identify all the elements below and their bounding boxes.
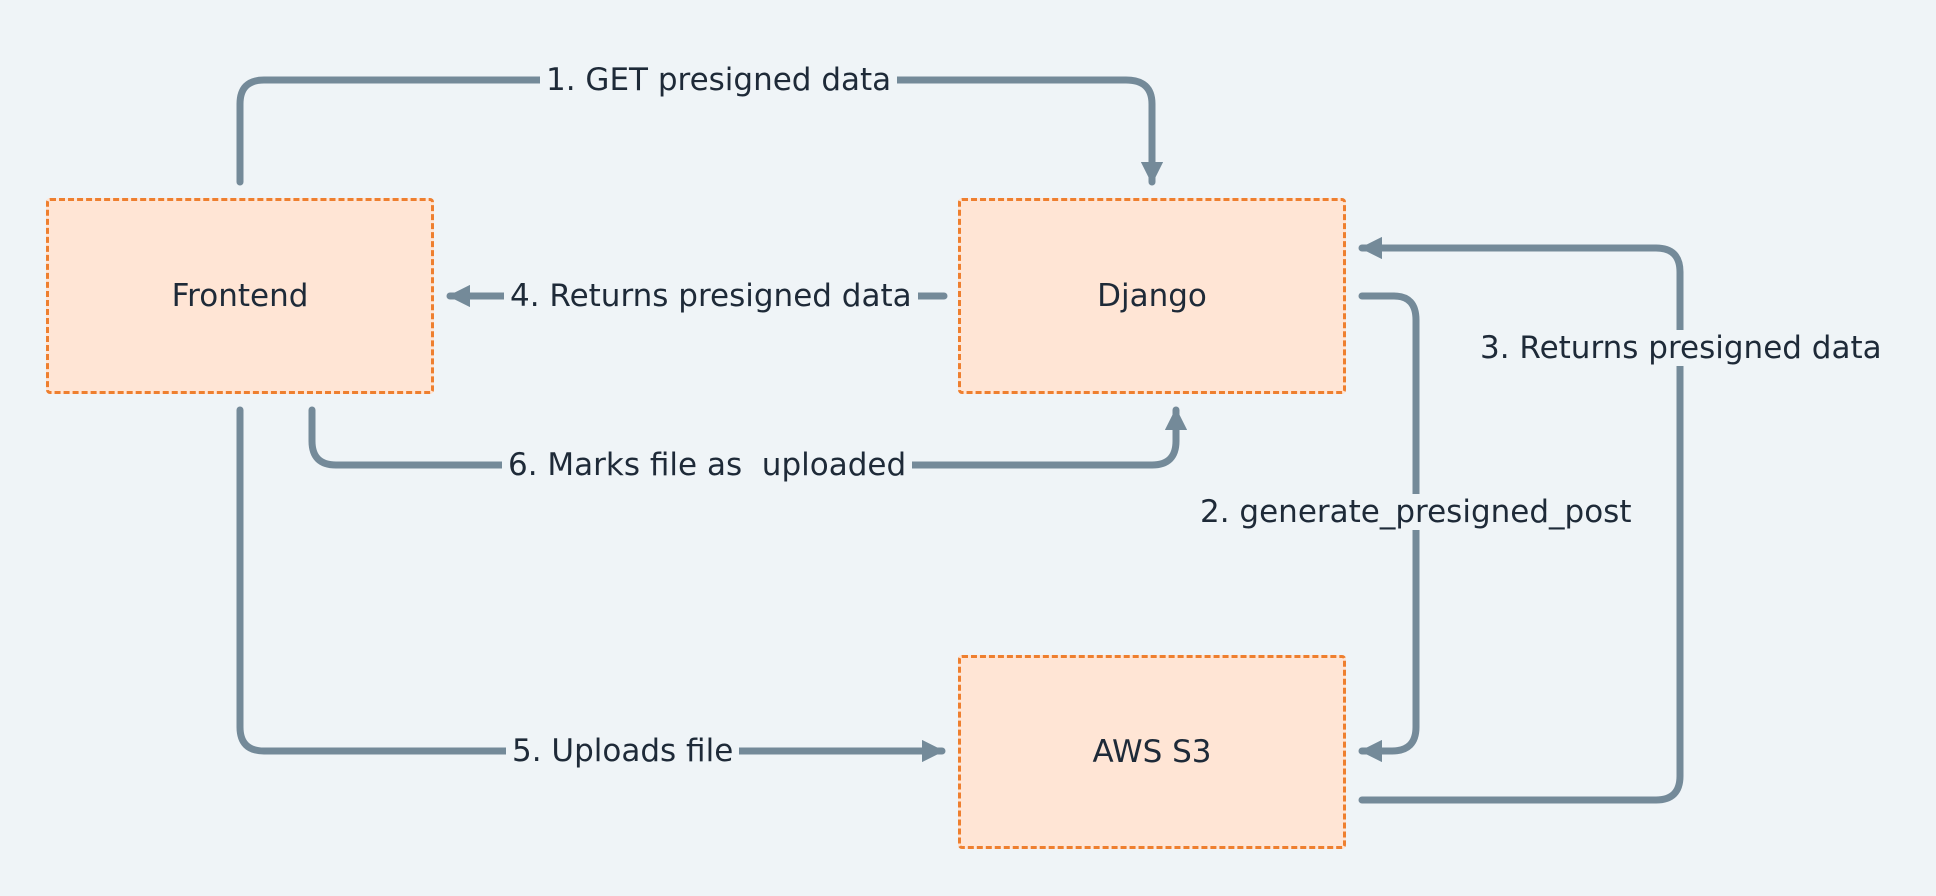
edge-2-label: 2. generate_presigned_post <box>1194 494 1638 530</box>
aws-s3-node: AWS S3 <box>958 655 1346 849</box>
edge-5-connector <box>236 406 946 763</box>
edge-6-label: 6. Marks file as uploaded <box>502 447 913 483</box>
edge-3-connector <box>1358 236 1684 804</box>
edge-3-label: 3. Returns presigned data <box>1474 330 1888 366</box>
edge-1-label: 1. GET presigned data <box>540 62 898 98</box>
edge-5-label: 5. Uploads file <box>506 733 740 769</box>
frontend-node: Frontend <box>46 198 434 394</box>
django-node-label: Django <box>1097 278 1207 314</box>
edge-4-label: 4. Returns presigned data <box>504 278 918 314</box>
aws-s3-node-label: AWS S3 <box>1092 734 1212 770</box>
django-node: Django <box>958 198 1346 394</box>
frontend-node-label: Frontend <box>171 278 309 314</box>
